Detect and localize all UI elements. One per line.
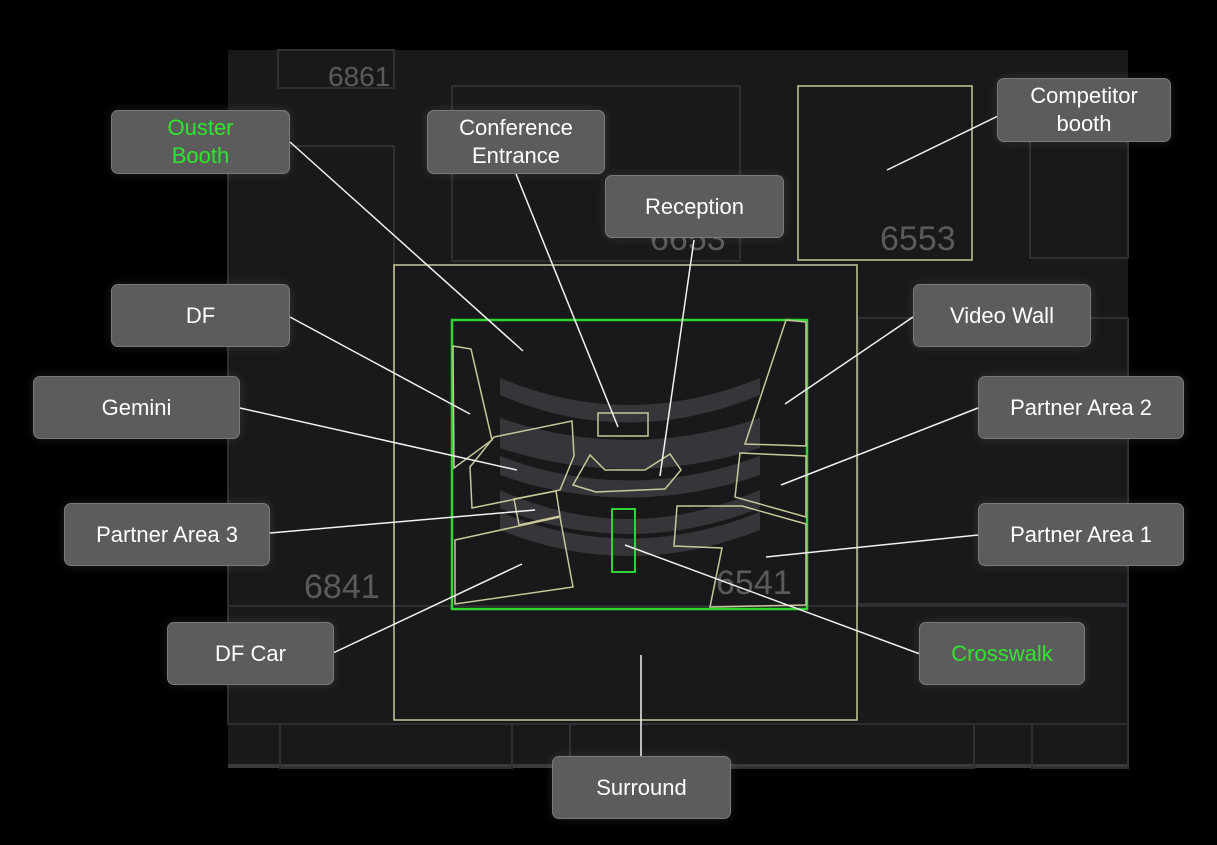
label-surround: Surround <box>552 756 731 819</box>
ouster-booth-outline <box>450 318 809 611</box>
label-reception-text: Reception <box>644 193 745 219</box>
label-partner-area-1: Partner Area 1 <box>978 503 1184 566</box>
label-ouster-booth-text: Ouster Booth <box>167 115 234 168</box>
leader-partner-area-1 <box>765 534 979 558</box>
partner-area-2-zone <box>734 452 807 518</box>
partner-area-3-zone <box>513 490 561 526</box>
label-df-car: DF Car <box>167 622 334 685</box>
label-df-text: DF <box>185 302 216 328</box>
leader-partner-area-3 <box>269 509 536 534</box>
label-df: DF <box>111 284 290 347</box>
crosswalk-zone <box>611 508 636 573</box>
zone-outlines <box>452 319 807 608</box>
leader-crosswalk <box>624 544 921 655</box>
label-gemini: Gemini <box>33 376 240 439</box>
reception-desk-zone <box>597 412 649 437</box>
df-car-zone <box>454 516 574 605</box>
partner-area-1-zone <box>673 505 807 608</box>
leader-lines <box>239 115 999 756</box>
label-surround-text: Surround <box>596 774 687 800</box>
label-crosswalk-text: Crosswalk <box>951 640 1053 666</box>
label-partner-area-2-text: Partner Area 2 <box>1010 394 1152 420</box>
label-partner-area-1-text: Partner Area 1 <box>1010 521 1152 547</box>
label-video-wall: Video Wall <box>913 284 1091 347</box>
label-partner-area-3-text: Partner Area 3 <box>96 521 238 547</box>
label-competitor-booth-text: Competitor booth <box>1030 83 1138 136</box>
leader-conference-entrance <box>515 173 619 428</box>
leader-reception <box>659 239 695 477</box>
booth-number-6553: 6553 <box>880 220 956 258</box>
label-gemini-text: Gemini <box>101 394 172 420</box>
label-partner-area-3: Partner Area 3 <box>64 503 270 566</box>
leader-competitor-booth <box>886 115 999 171</box>
leader-partner-area-2 <box>780 407 979 486</box>
leader-df <box>289 316 471 415</box>
label-video-wall-text: Video Wall <box>950 302 1054 328</box>
gemini-zone <box>469 420 575 509</box>
label-competitor-booth: Competitor booth <box>997 78 1171 142</box>
label-ouster-booth: Ouster Booth <box>111 110 290 174</box>
booth-number-6841: 6841 <box>304 568 380 606</box>
leader-df-car <box>332 563 523 654</box>
label-partner-area-2: Partner Area 2 <box>978 376 1184 439</box>
reception-zone <box>571 452 682 493</box>
label-reception: Reception <box>605 175 784 238</box>
label-df-car-text: DF Car <box>215 640 286 666</box>
leader-gemini <box>239 407 518 471</box>
leader-ouster-booth <box>289 141 524 352</box>
label-crosswalk: Crosswalk <box>919 622 1085 685</box>
competitor-booth-outline <box>797 85 973 261</box>
booth-number-6861: 6861 <box>328 61 390 92</box>
leader-video-wall <box>784 316 914 405</box>
label-conference-entrance-text: Conference Entrance <box>459 115 573 168</box>
video-wall-zone <box>743 319 807 447</box>
label-conference-entrance: Conference Entrance <box>427 110 605 174</box>
surround-outline <box>393 264 858 721</box>
